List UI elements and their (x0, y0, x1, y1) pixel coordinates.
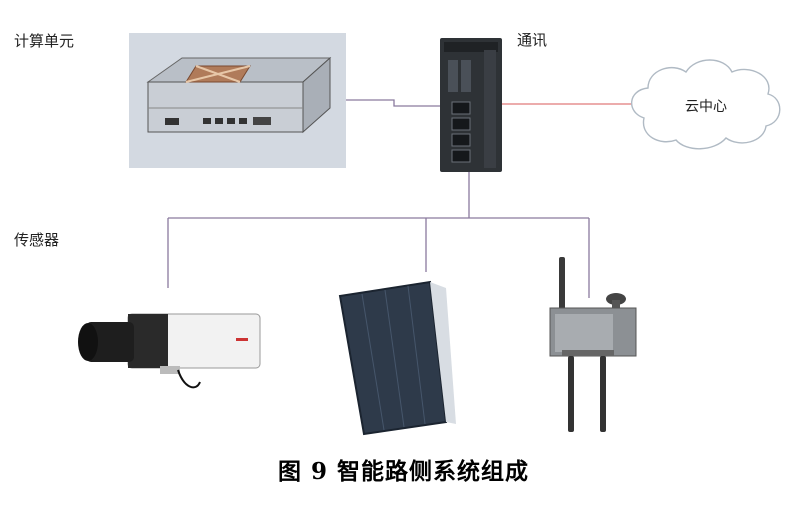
network-switch-icon (440, 38, 502, 172)
lidar-unit-icon (550, 257, 636, 432)
communication-label: 通讯 (517, 29, 547, 50)
camera-icon (78, 314, 260, 387)
compute-unit-label: 计算单元 (14, 30, 74, 51)
radar-panel-icon (340, 282, 456, 434)
compute-to-switch-line (346, 100, 440, 106)
figure-caption: 图 9 智能路侧系统组成 (0, 452, 807, 486)
computer-unit-image (129, 33, 346, 168)
sensors-label: 传感器 (14, 229, 59, 250)
cloud-center-label: 云中心 (685, 96, 727, 116)
